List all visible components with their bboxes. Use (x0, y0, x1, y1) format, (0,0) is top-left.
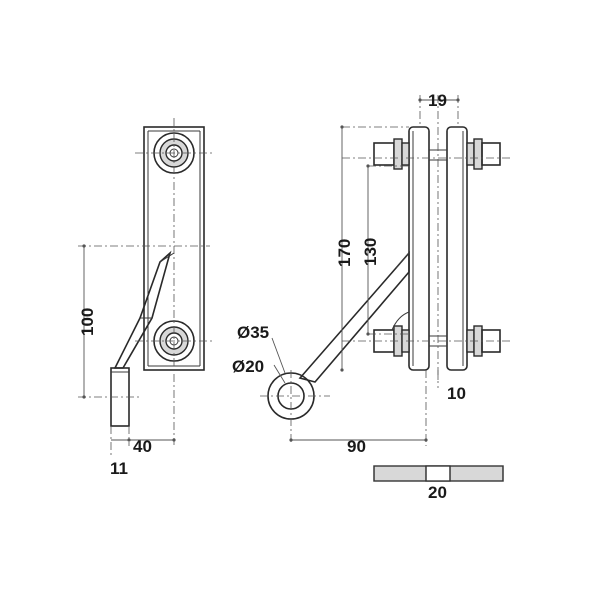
front-view-right-plate (446, 126, 468, 371)
dimension-40: 40 (133, 437, 152, 456)
glass-section: 20 (373, 465, 504, 502)
dimension-11: 11 (110, 459, 128, 478)
dimension-90: 90 (347, 437, 366, 456)
dimension-130: 130 (361, 238, 380, 266)
dimension-diameter-20: Ø20 (232, 357, 264, 376)
front-view-left-plate (408, 126, 430, 371)
front-view: 19 170 130 Ø35 Ø20 10 90 (232, 91, 510, 456)
side-view: 100 40 11 (78, 118, 214, 478)
front-view-top-bolt (373, 138, 501, 170)
dimension-20: 20 (428, 483, 447, 502)
dimension-19: 19 (428, 91, 447, 110)
dimension-10: 10 (447, 384, 466, 403)
dimension-100: 100 (78, 308, 97, 336)
front-view-ring (267, 372, 315, 420)
dimension-diameter-35: Ø35 (237, 323, 269, 342)
dimension-170: 170 (335, 239, 354, 267)
front-view-arm (298, 250, 410, 383)
